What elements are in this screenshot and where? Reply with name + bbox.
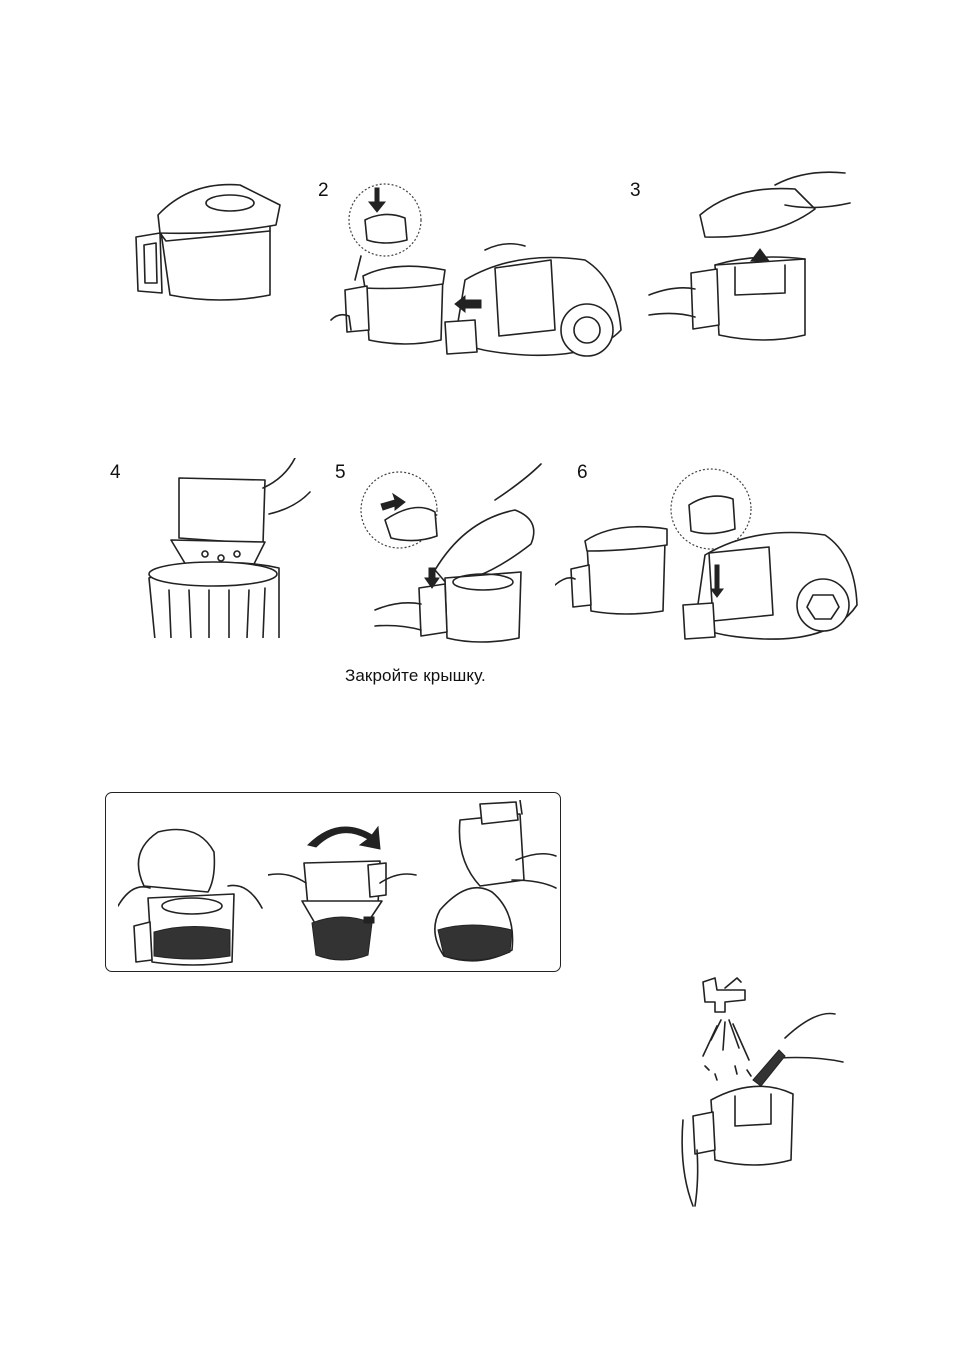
panel-illustration-invert-bin xyxy=(268,805,418,965)
caption-close-lid: Закройте крышку. xyxy=(345,666,486,686)
step5-illustration xyxy=(355,460,550,645)
step1-illustration xyxy=(130,175,290,305)
step-number-5: 5 xyxy=(335,462,346,484)
step-number-4: 4 xyxy=(110,462,121,484)
step-number-3: 3 xyxy=(630,180,641,202)
step3-illustration xyxy=(645,165,855,345)
step6-illustration xyxy=(555,465,860,645)
step2-illustration xyxy=(325,180,625,360)
panel-illustration-bag-over-bin xyxy=(118,822,263,967)
panel-illustration-shake-bin xyxy=(420,800,558,968)
step4-illustration xyxy=(145,458,315,638)
washing-illustration xyxy=(675,970,845,1210)
